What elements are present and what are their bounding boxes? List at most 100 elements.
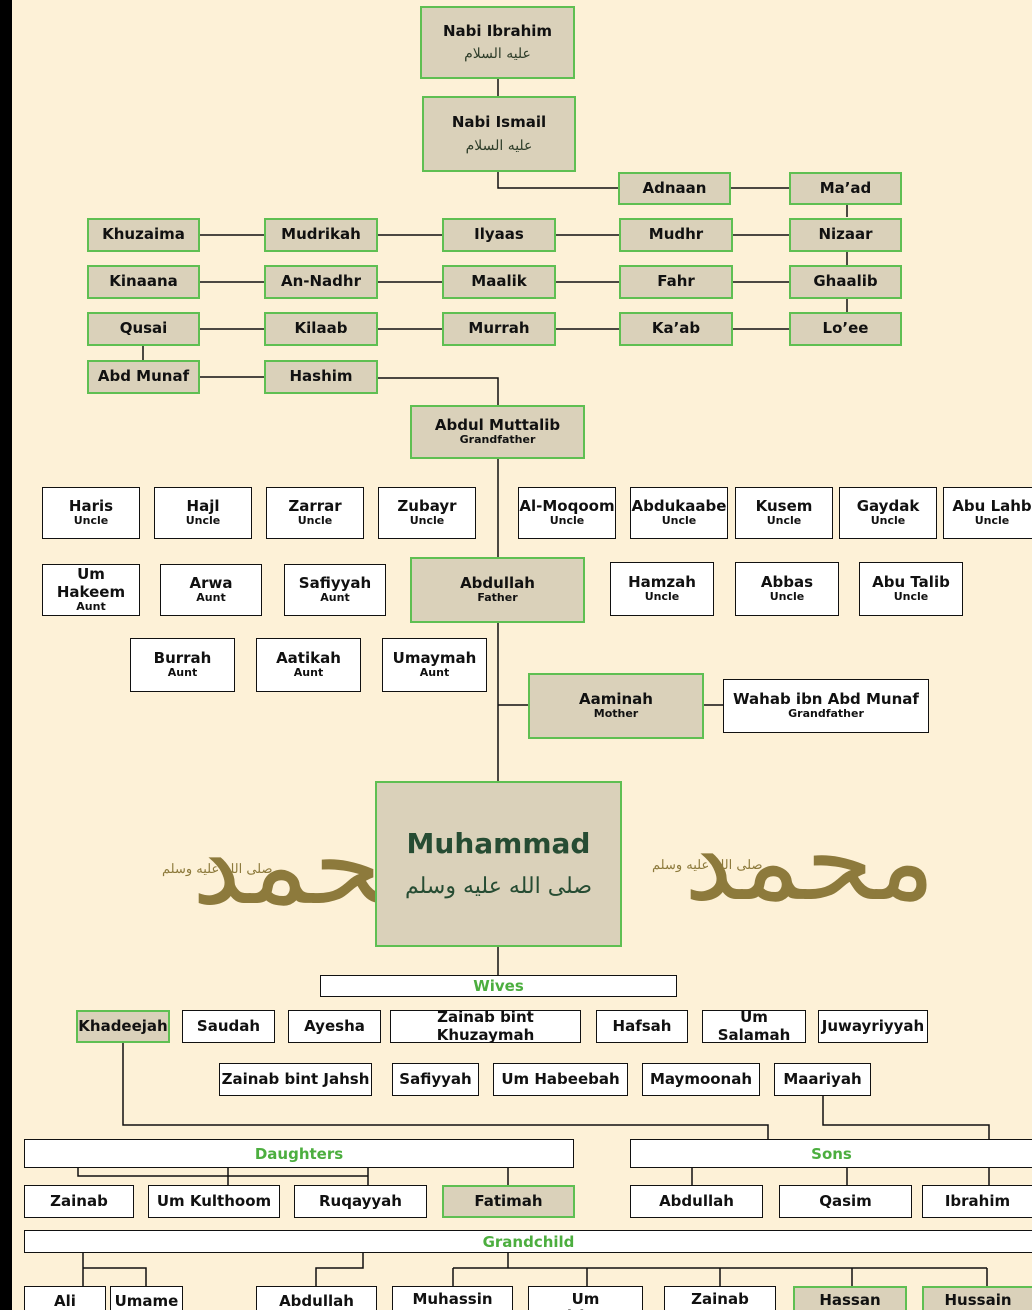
node-kaab: Ka’ab (619, 312, 733, 346)
node-name: Maymoonah (649, 1069, 753, 1088)
node-role: Uncle (409, 514, 445, 528)
honorific-calligraphy: عليه السلام (464, 46, 531, 63)
node-hashim: Hashim (264, 360, 378, 394)
node-wife-zainab-bint-jahsh: Zainab bint Jahsh (219, 1063, 372, 1096)
node-maalik: Maalik (442, 265, 556, 299)
node-role: Uncle (297, 514, 333, 528)
node-name: Al-Moqoom (519, 497, 615, 516)
family-tree-canvas: Nabi Ibrahim عليه السلام Nabi Ismail علي… (12, 0, 1032, 1310)
node-role: Aunt (419, 666, 450, 680)
node-name: Arwa (189, 574, 233, 593)
node-name: Nizaar (818, 225, 873, 244)
node-grandchild-hassan: Hassan (793, 1286, 907, 1310)
node-name: Um Kulthoom (156, 1191, 272, 1210)
node-name: Murrah (468, 319, 530, 338)
node-name: Ghaalib (813, 272, 878, 291)
node-qusai: Qusai (87, 312, 200, 346)
node-role: Aunt (76, 599, 106, 613)
node-name: Qusai (119, 319, 168, 338)
node-fahr: Fahr (619, 265, 733, 299)
node-wahab-ibn-abd-munaf: Wahab ibn Abd Munaf Grandfather (723, 679, 929, 733)
node-daughter-fatimah: Fatimah (442, 1185, 575, 1218)
node-wife-khadeejah: Khadeejah (76, 1010, 170, 1043)
node-wife-um-habeebah: Um Habeebah (493, 1063, 628, 1096)
node-role: Uncle (974, 514, 1010, 528)
node-nabi-ismail: Nabi Ismail عليه السلام (422, 96, 576, 172)
honorific-calligraphy: عليه السلام (465, 137, 533, 154)
connector-lines (77, 78, 990, 1286)
node-name: Ilyaas (474, 225, 524, 244)
node-name: Safiyyah (399, 1069, 472, 1088)
node-name: Haris (68, 497, 114, 516)
node-loee: Lo’ee (789, 312, 902, 346)
node-name: Qasim (819, 1191, 872, 1210)
node-name: Abdullah (460, 574, 535, 593)
node-role: Aunt (293, 666, 324, 680)
node-name: Ayesha (304, 1016, 365, 1035)
node-name: Kilaab (294, 319, 348, 338)
node-muhammad: Muhammad صلى الله عليه وسلم (375, 781, 622, 947)
node-name: Um Kulthoom (545, 1290, 626, 1310)
node-name: Hamzah (628, 573, 696, 592)
node-role: Aunt (196, 591, 226, 605)
node-grandchild-hussain: Hussain (922, 1286, 1032, 1310)
node-mudhr: Mudhr (619, 218, 733, 252)
node-name: Maariyah (783, 1069, 862, 1088)
node-role: Uncle (549, 514, 585, 528)
node-son-qasim: Qasim (779, 1185, 912, 1218)
node-daughter-um-kulthoom: Um Kulthoom (148, 1185, 280, 1218)
node-mudrikah: Mudrikah (264, 218, 378, 252)
node-wife-maymoonah: Maymoonah (642, 1063, 760, 1096)
node-name: An-Nadhr (280, 272, 361, 291)
node-maad: Ma’ad (789, 172, 902, 205)
node-name: Um Habeebah (501, 1069, 620, 1088)
node-name: Muhassin (412, 1290, 493, 1308)
node-name: Hajl (186, 497, 220, 516)
honorific-calligraphy-small-right: صلى الله عليه وسلم (652, 858, 763, 873)
node-name: Ruqayyah (319, 1191, 402, 1210)
sons-label-bar: Sons (630, 1139, 1032, 1168)
node-name: Mudrikah (281, 225, 361, 244)
node-name: Wahab ibn Abd Munaf (733, 690, 919, 709)
node-name: Abdukaabe (631, 497, 727, 516)
node-name: Abd Munaf (97, 367, 190, 386)
node-nizaar: Nizaar (789, 218, 902, 252)
node-wife-safiyyah: Safiyyah (392, 1063, 479, 1096)
node-name: Adnaan (642, 178, 707, 197)
node-name: Kusem (755, 497, 813, 516)
node-grandchild-abdullah: Abdullah (256, 1286, 377, 1310)
node-role: Father (477, 591, 518, 605)
node-role: Mother (593, 707, 639, 721)
node-khuzaima: Khuzaima (87, 218, 200, 252)
node-role: Uncle (73, 514, 109, 528)
node-name: Fatimah (474, 1191, 543, 1210)
node-name: Juwayriyyah (821, 1016, 925, 1035)
node-name: Gaydak (856, 497, 920, 516)
node-son-abdullah: Abdullah (630, 1185, 763, 1218)
node-wife-maariyah: Maariyah (774, 1063, 871, 1096)
node-wife-hafsah: Hafsah (596, 1010, 688, 1043)
node-nabi-ibrahim: Nabi Ibrahim عليه السلام (420, 6, 575, 79)
node-wife-juwayriyyah: Juwayriyyah (818, 1010, 928, 1043)
node-name: Lo’ee (822, 319, 869, 338)
node-name: Khadeejah (78, 1016, 168, 1035)
node-role: Aunt (320, 591, 350, 605)
node-name: Ma’ad (819, 178, 872, 197)
node-grandchild-umame: Umame (110, 1286, 183, 1310)
node-name: Umaymah (392, 649, 477, 668)
node-name: Hussain (944, 1291, 1012, 1309)
node-name: Ali (54, 1292, 76, 1310)
node-name: Hafsah (612, 1016, 672, 1035)
node-aaminah-mother: Aaminah Mother (528, 673, 704, 739)
node-name: Abu Lahb (952, 497, 1032, 516)
node-grandchild-ali: Ali (24, 1286, 106, 1310)
